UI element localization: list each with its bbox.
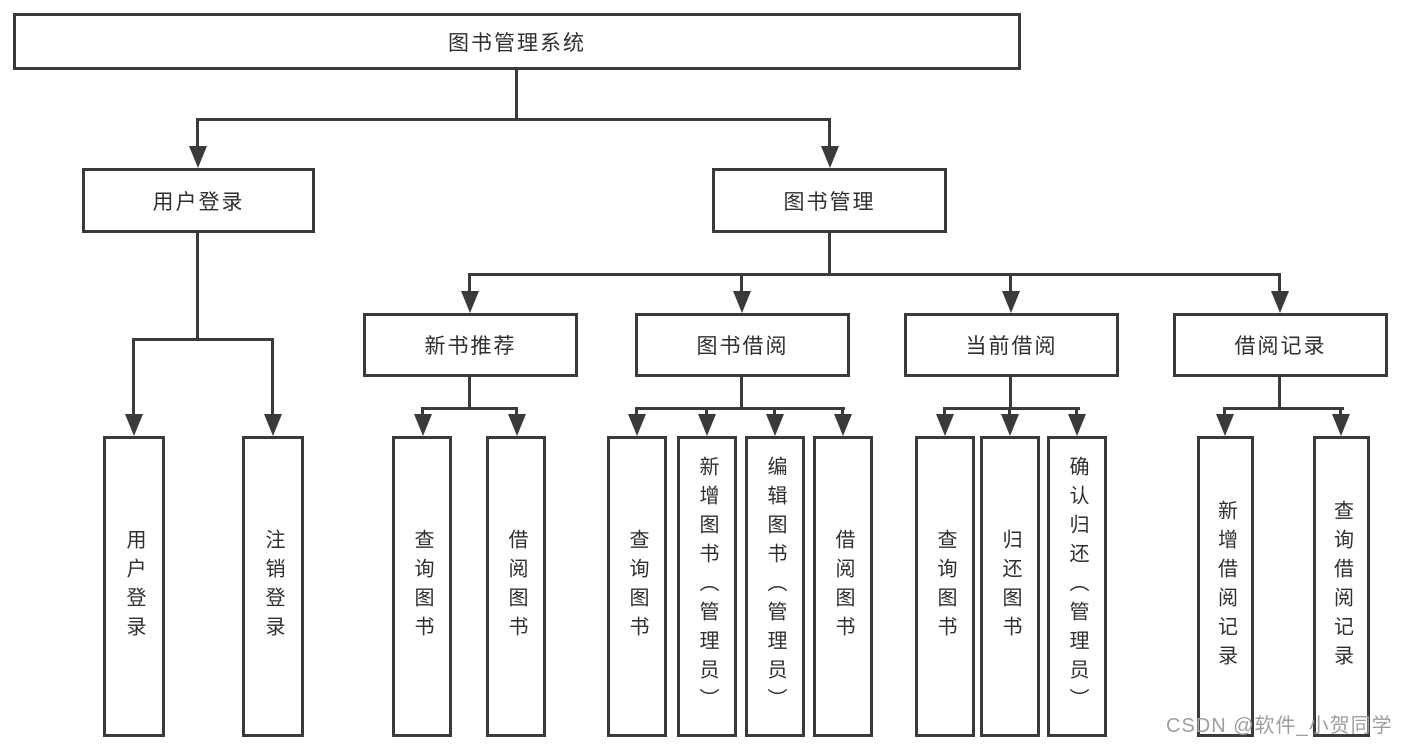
leaf-query-books-recommend-label: 查询图书 xyxy=(411,528,433,645)
leaf-user-login-label: 用户登录 xyxy=(123,528,145,645)
node-new-book-recommendation-label: 新书推荐 xyxy=(424,335,517,358)
connector-drop-leaf xyxy=(841,407,844,417)
connector-drop-user-login xyxy=(196,118,199,148)
connector-newbook-bar xyxy=(421,407,518,410)
leaf-query-books-recommend: 查询图书 xyxy=(392,436,452,737)
arrow-down-icon xyxy=(1271,291,1289,313)
connector-drop-leaf xyxy=(515,407,518,417)
connector-drop-leaf xyxy=(1339,407,1342,417)
leaf-query-books-borrow-label: 查询图书 xyxy=(626,528,648,645)
arrow-down-icon xyxy=(264,414,282,436)
connector-current-bar xyxy=(943,407,1080,410)
leaf-borrow-books-recommend-label: 借阅图书 xyxy=(505,528,527,645)
connector-drop-l3 xyxy=(1278,273,1281,293)
connector-drop-l3 xyxy=(468,273,471,293)
leaf-query-borrow-record: 查询借阅记录 xyxy=(1313,436,1370,737)
arrow-down-icon xyxy=(189,146,207,168)
connector-drop-leaf xyxy=(271,338,274,416)
arrow-down-icon xyxy=(414,414,432,436)
leaf-query-books-current-label: 查询图书 xyxy=(934,528,956,645)
node-book-management-label: 图书管理 xyxy=(783,190,876,214)
node-book-borrowing: 图书借阅 xyxy=(635,313,850,377)
arrow-down-icon xyxy=(628,414,646,436)
leaf-confirm-return-admin: 确认归还（管理员） xyxy=(1047,436,1107,737)
arrow-down-icon xyxy=(1332,414,1350,436)
arrow-down-icon xyxy=(125,414,143,436)
leaf-query-books-borrow: 查询图书 xyxy=(607,436,667,737)
leaf-query-borrow-record-label: 查询借阅记录 xyxy=(1330,499,1353,674)
node-book-borrowing-label: 图书借阅 xyxy=(696,335,789,358)
leaf-add-borrow-record-label: 新增借阅记录 xyxy=(1214,499,1237,674)
leaf-add-borrow-record: 新增借阅记录 xyxy=(1197,436,1254,737)
arrow-down-icon xyxy=(733,291,751,313)
connector-borrow-bar xyxy=(635,407,845,410)
node-borrowing-records: 借阅记录 xyxy=(1173,313,1388,377)
arrow-down-icon xyxy=(698,414,716,436)
connector-drop-leaf xyxy=(421,407,424,417)
arrow-down-icon xyxy=(936,414,954,436)
arrow-down-icon xyxy=(821,146,839,168)
arrow-down-icon xyxy=(1002,291,1020,313)
connector-root-stem xyxy=(515,70,518,118)
connector-drop-leaf xyxy=(1008,407,1011,417)
connector-drop-l3 xyxy=(740,273,743,293)
connector-newbook-stem xyxy=(468,377,471,407)
arrow-down-icon xyxy=(834,414,852,436)
leaf-borrow-books-label: 借阅图书 xyxy=(832,528,854,645)
arrow-down-icon xyxy=(1001,414,1019,436)
leaf-borrow-books-recommend: 借阅图书 xyxy=(486,436,546,737)
node-root-label: 图书管理系统 xyxy=(448,31,586,55)
leaf-edit-book-admin: 编辑图书（管理员） xyxy=(745,436,805,737)
connector-user-bar xyxy=(132,338,274,341)
connector-drop-leaf xyxy=(635,407,638,417)
node-user-login: 用户登录 xyxy=(82,168,315,233)
node-user-login-label: 用户登录 xyxy=(152,190,245,214)
leaf-edit-book-admin-label: 编辑图书（管理员） xyxy=(764,456,786,717)
node-borrowing-records-label: 借阅记录 xyxy=(1234,335,1327,358)
leaf-borrow-books: 借阅图书 xyxy=(813,436,873,737)
leaf-confirm-return-admin-label: 确认归还（管理员） xyxy=(1066,456,1088,717)
watermark: CSDN @软件_小贺同学 xyxy=(1166,715,1393,737)
connector-borrow-stem xyxy=(740,377,743,407)
connector-current-stem xyxy=(1009,377,1012,407)
arrow-down-icon xyxy=(461,291,479,313)
node-book-management: 图书管理 xyxy=(712,168,947,233)
arrow-down-icon xyxy=(1216,414,1234,436)
arrow-down-icon xyxy=(1068,414,1086,436)
connector-history-stem xyxy=(1278,377,1281,407)
leaf-return-book-label: 归还图书 xyxy=(999,528,1021,645)
leaf-return-book: 归还图书 xyxy=(980,436,1040,737)
node-current-borrowing-label: 当前借阅 xyxy=(965,335,1058,358)
connector-user-stem xyxy=(196,233,199,338)
leaf-logout-label: 注销登录 xyxy=(262,528,284,645)
leaf-user-login: 用户登录 xyxy=(103,436,165,737)
node-root: 图书管理系统 xyxy=(13,13,1021,70)
leaf-logout: 注销登录 xyxy=(242,436,304,737)
connector-drop-leaf xyxy=(1223,407,1226,417)
node-current-borrowing: 当前借阅 xyxy=(904,313,1119,377)
connector-drop-leaf xyxy=(705,407,708,417)
leaf-add-book-admin: 新增图书（管理员） xyxy=(677,436,737,737)
leaf-add-book-admin-label: 新增图书（管理员） xyxy=(696,456,718,717)
leaf-query-books-current: 查询图书 xyxy=(915,436,975,737)
connector-drop-leaf xyxy=(132,338,135,416)
connector-root-bar xyxy=(196,118,831,121)
node-new-book-recommendation: 新书推荐 xyxy=(363,313,578,377)
arrow-down-icon xyxy=(766,414,784,436)
connector-drop-leaf xyxy=(773,407,776,417)
connector-drop-leaf xyxy=(1075,407,1078,417)
connector-history-bar xyxy=(1223,407,1344,410)
connector-drop-l3 xyxy=(1009,273,1012,293)
connector-drop-leaf xyxy=(943,407,946,417)
arrow-down-icon xyxy=(508,414,526,436)
connector-l3-bar xyxy=(468,273,1281,276)
connector-mgmt-stem xyxy=(828,233,831,273)
connector-drop-book-management xyxy=(828,118,831,148)
